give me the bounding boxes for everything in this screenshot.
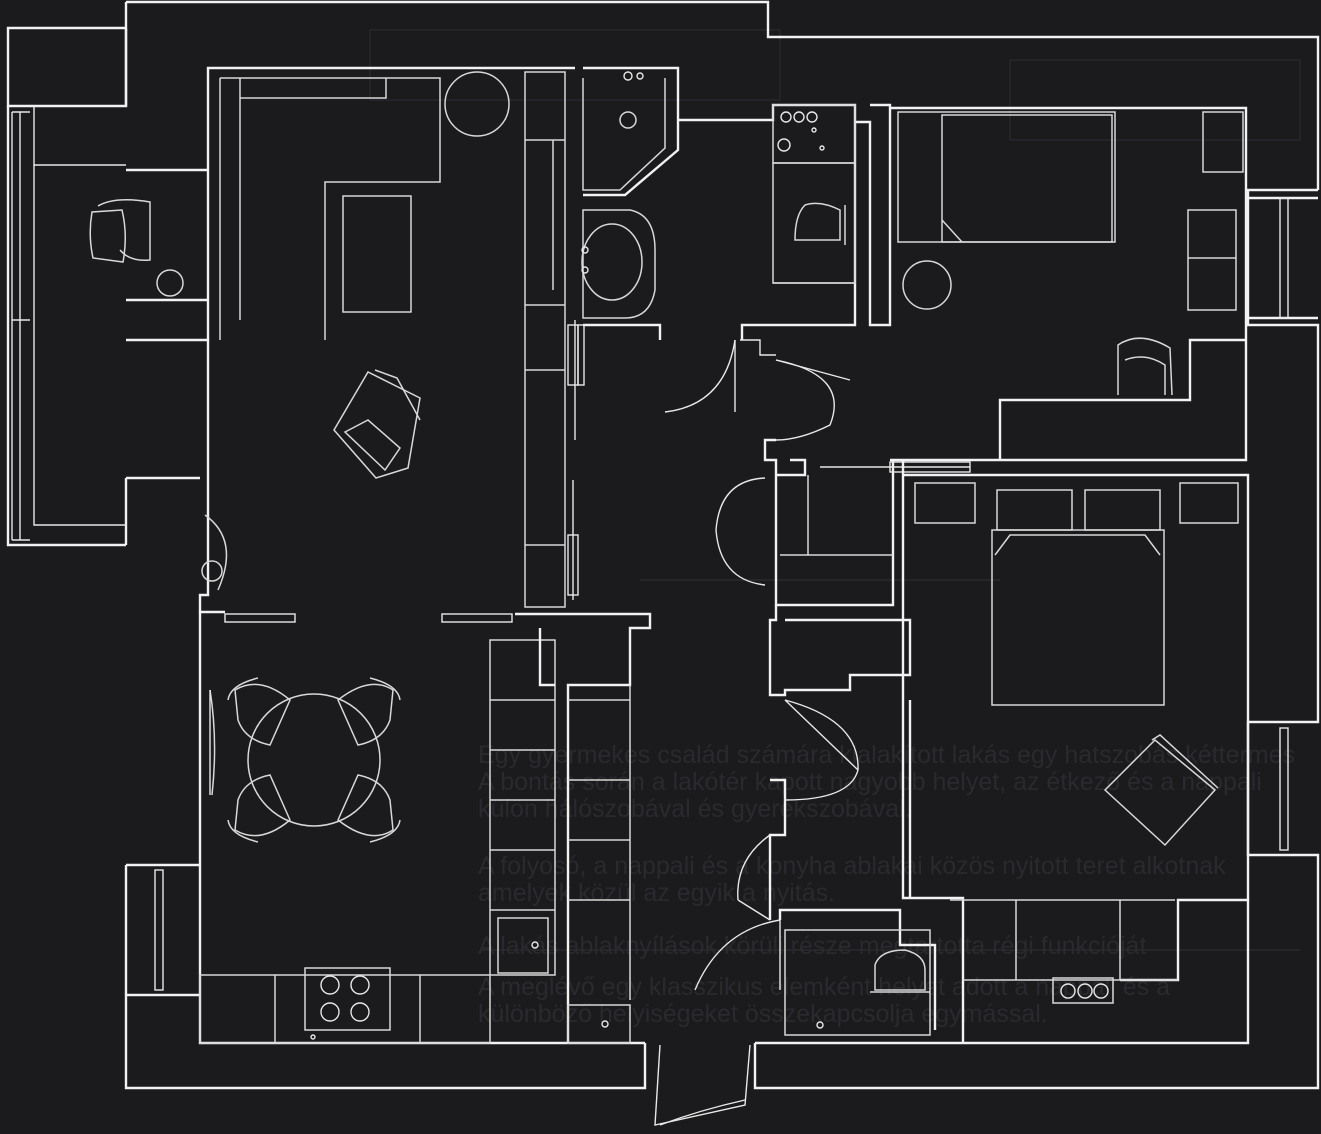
dining-chair [337,677,401,746]
utility-room [780,475,893,556]
wc-lower [778,908,937,1036]
child-room [897,111,1289,396]
hallway [654,339,912,1126]
bedroom [914,482,1289,1004]
dining-chair [227,774,291,843]
dining-chair [227,677,291,746]
bathroom [577,71,666,386]
balcony [11,106,184,541]
wc [772,104,856,284]
kitchen-dining [154,612,652,1044]
living-room [201,71,579,623]
faint-layer [369,29,1301,951]
outer-walls [6,0,1320,1090]
dining-chair [337,774,401,843]
